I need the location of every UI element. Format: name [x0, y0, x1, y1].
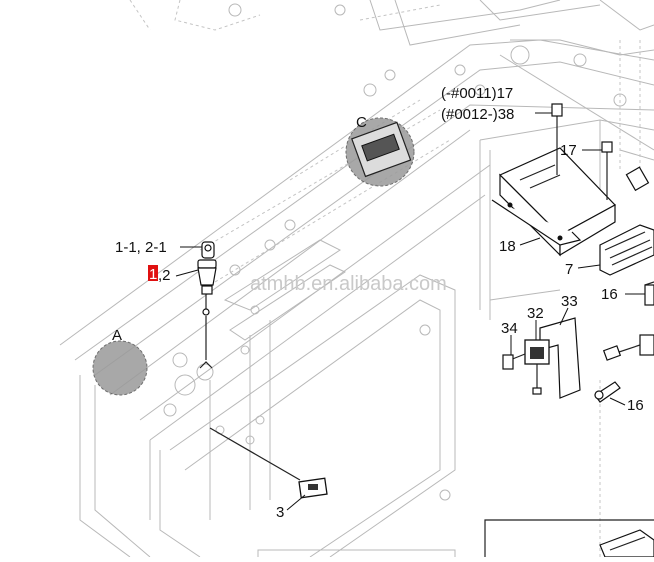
label-part-1-1-2-1: 1-1, 2-1 — [115, 239, 167, 256]
label-part-32: 32 — [527, 305, 544, 322]
label-part-17: 17 — [560, 142, 577, 159]
connector-part-3 — [209, 427, 328, 499]
ecu-box-part — [491, 103, 616, 257]
detail-circle-a — [92, 340, 148, 396]
label-part-1: 1 — [149, 266, 157, 283]
relay-block-part — [599, 166, 654, 361]
label-part-16-lower: 16 — [627, 397, 644, 414]
label-part-33: 33 — [561, 293, 578, 310]
sensor-bracket-part — [502, 317, 621, 403]
detail-circle-c — [345, 117, 415, 187]
label-part-16-upper: 16 — [601, 286, 618, 303]
leader-lines — [175, 112, 645, 511]
label-part-18: 18 — [499, 238, 516, 255]
harness-detail — [599, 529, 654, 558]
label-part-2: ,2 — [158, 267, 171, 284]
machine-frame — [59, 0, 654, 558]
label-part-7: 7 — [565, 261, 573, 278]
label-part-34: 34 — [501, 320, 518, 337]
label-detail-a: A — [112, 327, 122, 344]
part-labels: (-#0011)17 (#0012-)38 C 17 1-1, 2-1 1 ,2… — [112, 85, 644, 521]
highlight-marker — [148, 265, 158, 281]
watermark-text: atmhb.en.alibaba.com — [250, 273, 447, 295]
label-part-38: (#0012-)38 — [441, 106, 514, 123]
key-switch-part — [197, 241, 217, 369]
label-part-17-early: (-#0011)17 — [441, 85, 513, 102]
label-part-3: 3 — [276, 504, 284, 521]
label-detail-c: C — [356, 114, 367, 131]
